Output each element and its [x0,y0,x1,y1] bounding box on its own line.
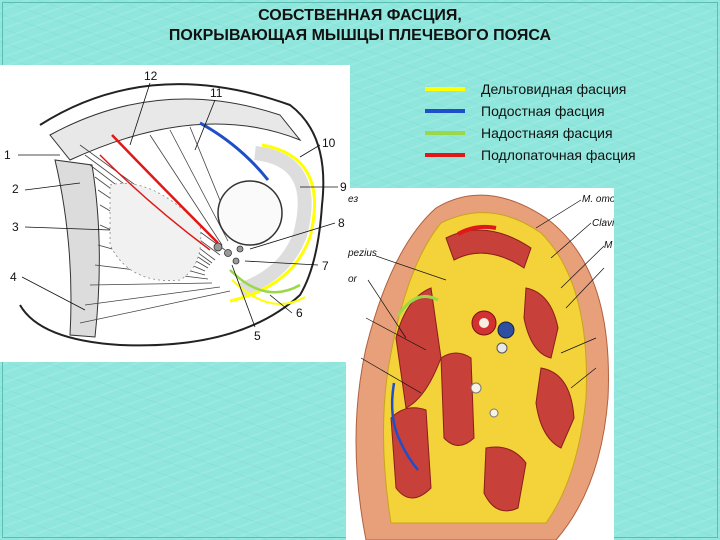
muscle-deltoid-upper [523,287,559,359]
label-7: 7 [322,259,329,273]
shoulder-colored-section: M. omo Clavi pezius or ез M [346,188,614,540]
legend-swatch-red [425,153,465,157]
vein-colored [497,321,515,339]
supraspinatus-fascia-colored [396,295,439,317]
muscle-group [390,229,575,512]
infraspinatus-fascia-line [199,121,270,181]
slide-title: СОБСТВЕННАЯ ФАСЦИЯ, ПОКРЫВАЮЩАЯ МЫШЦЫ ПЛ… [110,6,610,46]
nerve-colored [496,342,508,354]
lymph-node [489,408,499,418]
label-11: 11 [210,86,223,100]
legend-item-subscapular: Подлопаточная фасция [425,144,715,166]
legend-label: Подостная фасция [481,103,605,119]
label-m-omo: M. omo [582,194,614,205]
legend-swatch-green [425,131,465,135]
legend-label: Надостнаяя фасция [481,125,613,141]
legend-swatch-blue [425,109,465,113]
label-or: or [348,274,358,285]
label-clavi: Clavi [592,218,614,229]
label-1: 1 [4,148,11,162]
legend-item-deltoid: Дельтовидная фасция [425,78,715,100]
deltoid-fascia-lower [231,279,306,305]
label-5: 5 [254,329,261,343]
muscle-lower-central [483,446,527,512]
legend-label: Дельтовидная фасция [481,81,627,97]
label-8: 8 [338,216,345,230]
label-9: 9 [340,180,347,194]
label-3: 3 [12,220,19,234]
colored-leader-lines [360,199,605,394]
scapula-region [109,182,202,281]
subscapular-fascia-colored [457,224,497,236]
legend-item-supraspinatus: Надостнаяя фасция [425,122,715,144]
label-10: 10 [322,136,336,150]
muscle-left-lower [390,407,432,499]
fascia-legend: Дельтовидная фасция Подостная фасция Над… [425,78,715,166]
label-ez: ез [348,194,358,205]
legend-item-infraspinatus: Подостная фасция [425,100,715,122]
neurovascular-bundle [213,242,244,265]
lymph-node [470,382,482,394]
shoulder-schematic-drawing: 1 2 3 4 5 6 7 8 9 10 11 12 [4,69,347,347]
slide-title-line-2: ПОКРЫВАЮЩАЯ МЫШЦЫ ПЛЕЧЕВОГО ПОЯСА [168,27,552,44]
legend-label: Подлопаточная фасция [481,147,636,163]
label-leader-lines [18,82,338,328]
legend-swatch-yellow [425,87,465,91]
humeral-head-core [479,318,489,328]
label-4: 4 [10,270,17,284]
subscapular-fascia-line-inner [99,154,211,251]
label-12: 12 [144,69,158,83]
muscle-left-upper [395,287,442,409]
muscle-deltoid-lower [535,367,575,449]
label-pezius: pezius [347,248,377,259]
subscapular-fascia-line [111,134,219,244]
skin-contour [19,83,325,347]
humeral-head [217,180,283,246]
label-m: M [604,240,613,251]
deltoid-fascia-line [229,143,316,303]
label-6: 6 [296,306,303,320]
muscle-subscapularis [440,352,475,446]
fat-layer [383,212,587,524]
shoulder-colored-drawing: M. omo Clavi pezius or ез M [347,194,614,540]
slide-title-line-1: СОБСТВЕННАЯ ФАСЦИЯ, [258,7,462,24]
supraspinatus-fascia-line [229,269,301,294]
shoulder-schematic-section: 1 2 3 4 5 6 7 8 9 10 11 12 [0,65,350,362]
serratus-muscle [54,159,100,338]
infraspinatus-fascia-colored [390,382,419,471]
label-2: 2 [12,182,19,196]
deltoid-muscle [237,146,312,297]
superficial-muscle [49,98,302,161]
